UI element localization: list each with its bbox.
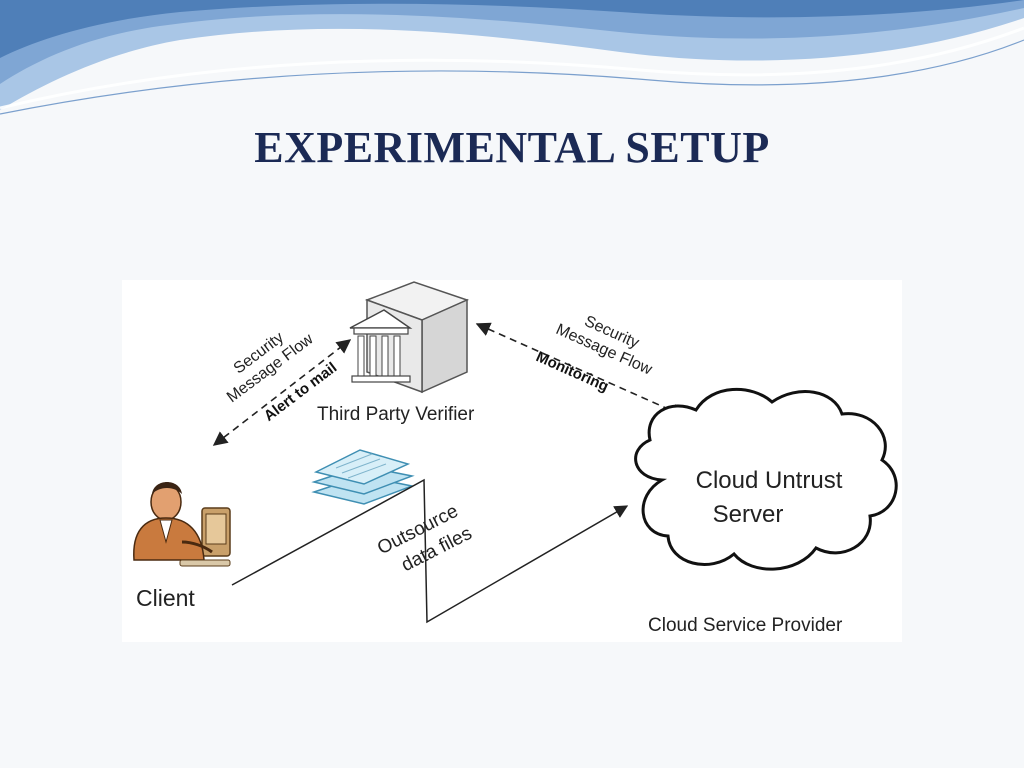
cloud-label-line1: Cloud Untrust bbox=[696, 467, 843, 494]
diagram-panel: Third Party Verifier Security Message Fl… bbox=[122, 280, 902, 642]
server-building-icon bbox=[349, 281, 470, 394]
header-wave-decoration bbox=[0, 0, 1024, 115]
verifier-cloud-flow-label: Security Message Flow Monitoring bbox=[533, 313, 655, 395]
client-label: Client bbox=[136, 585, 195, 611]
document-stack-icon bbox=[311, 449, 415, 505]
diagram-canvas: Third Party Verifier Security Message Fl… bbox=[133, 281, 898, 636]
verifier-label: Third Party Verifier bbox=[317, 404, 475, 425]
cloud-icon bbox=[634, 388, 898, 571]
client-verifier-arrow bbox=[212, 339, 352, 446]
user-at-computer-icon bbox=[133, 482, 231, 567]
verifier-cloud-arrow bbox=[475, 322, 686, 418]
outsource-data-arrow bbox=[231, 478, 629, 624]
cloud-label-line2: Server bbox=[713, 501, 784, 528]
provider-label: Cloud Service Provider bbox=[648, 615, 843, 636]
slide-title: EXPERIMENTAL SETUP bbox=[254, 123, 770, 172]
